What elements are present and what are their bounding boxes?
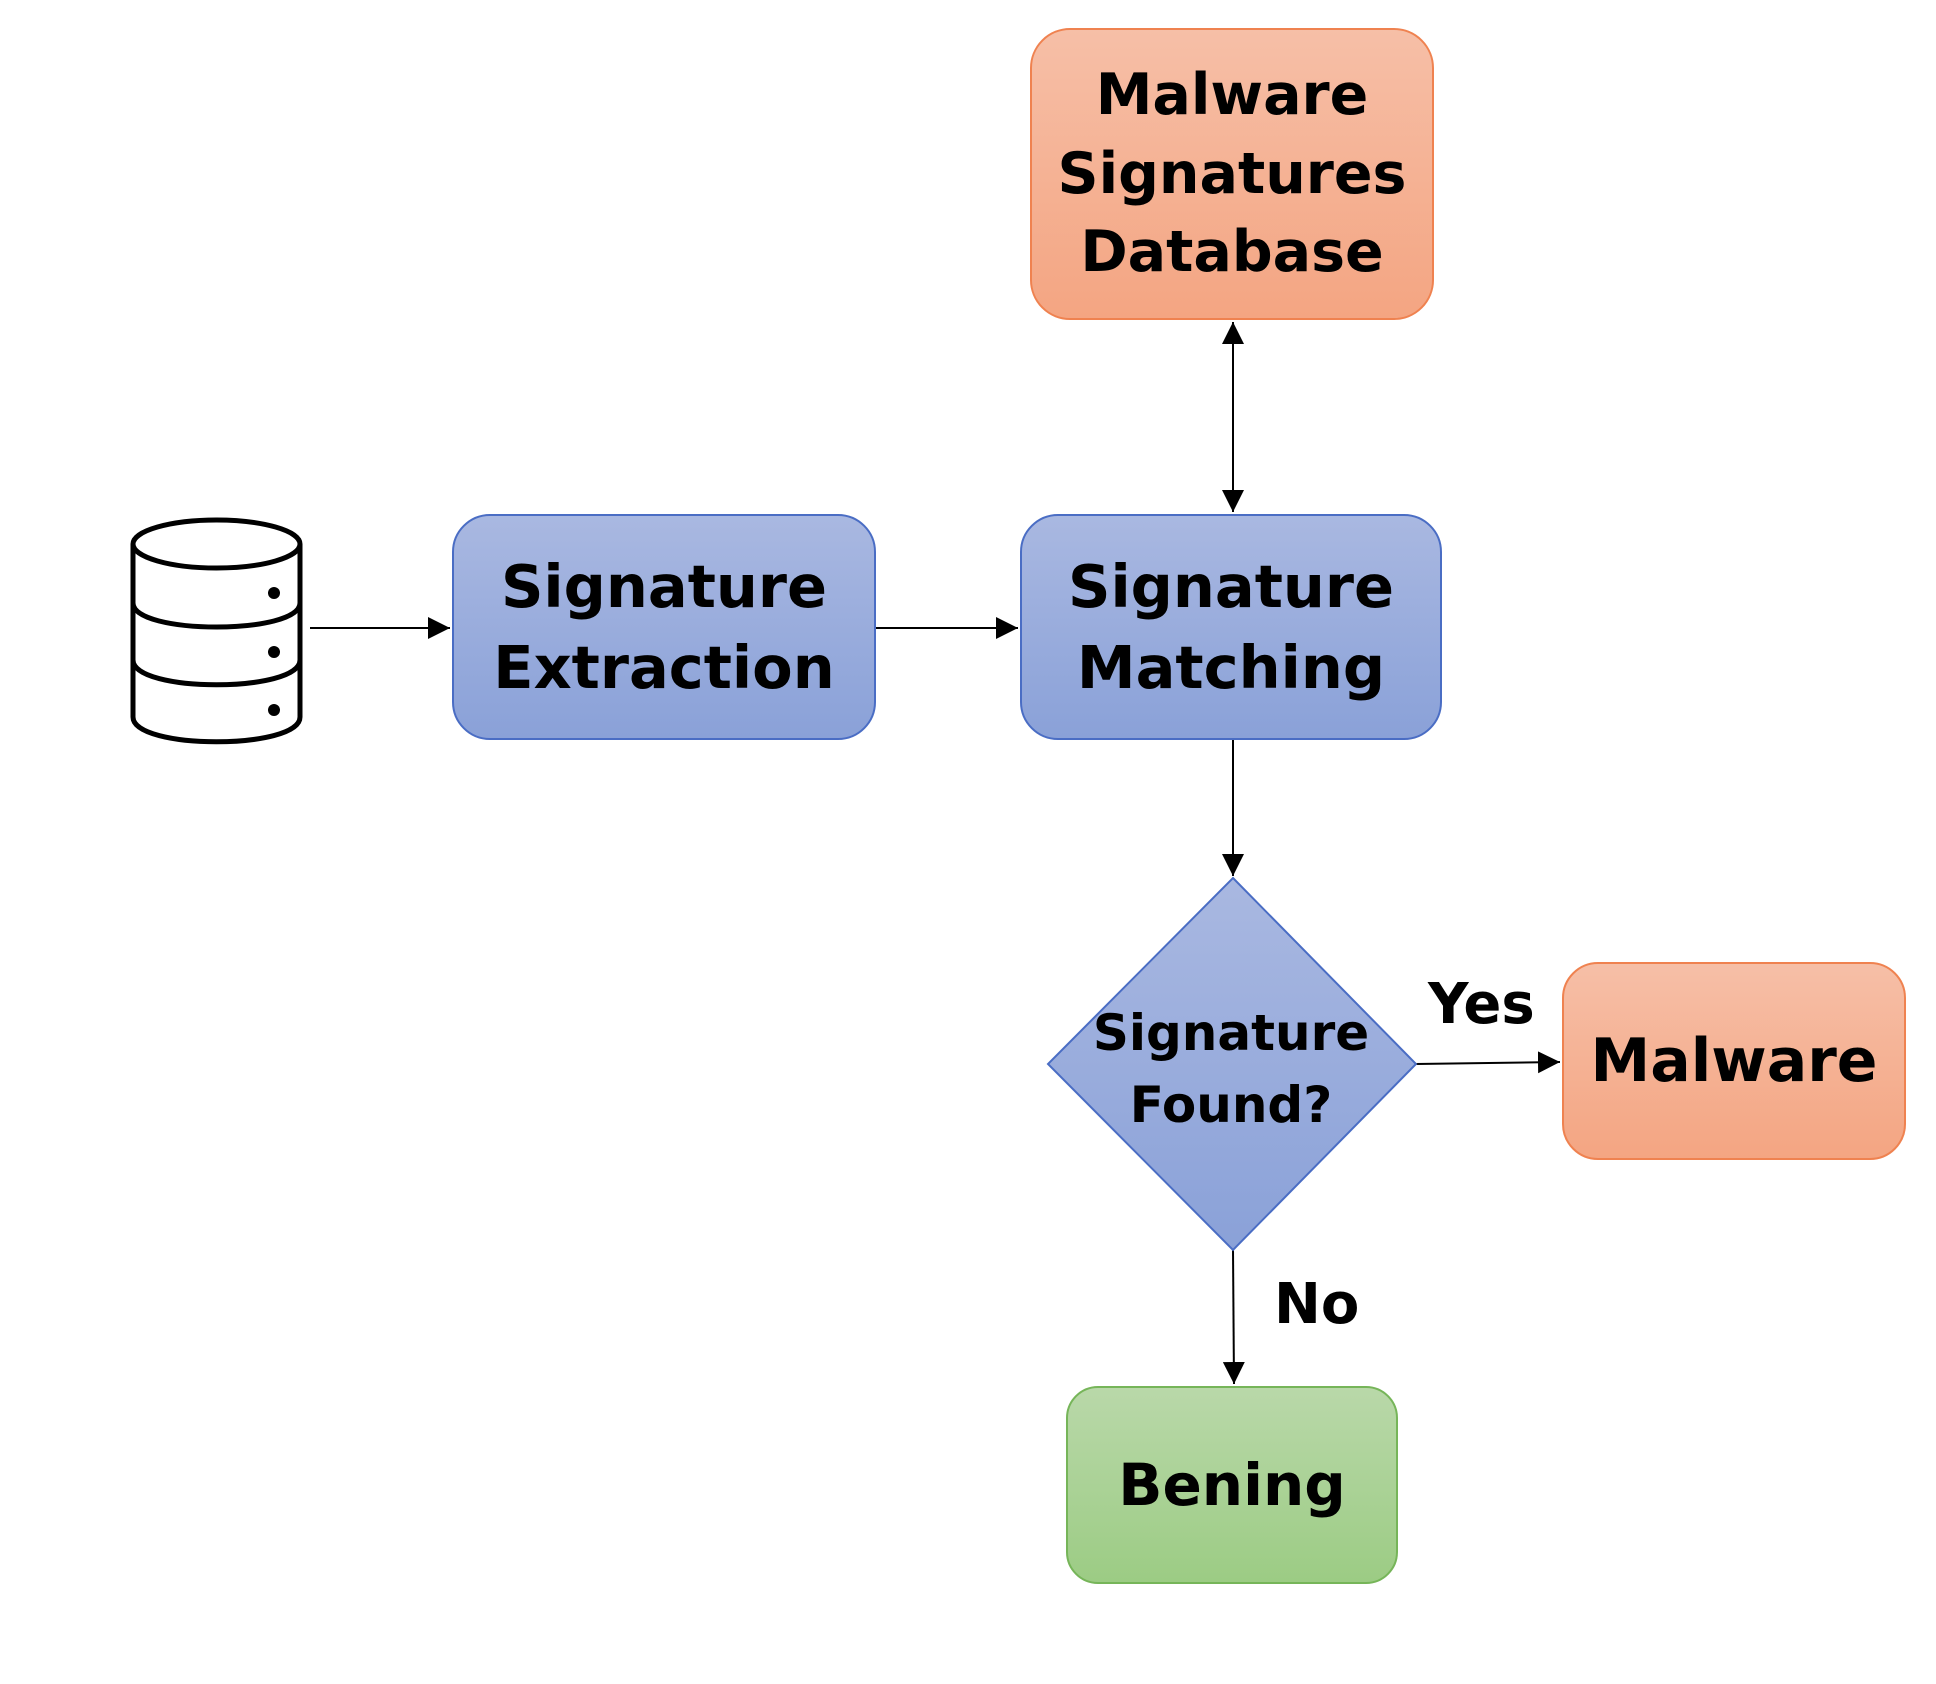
- signature-extraction-node: Signature Extraction: [452, 514, 876, 740]
- node-label: Signature Found?: [1092, 1003, 1370, 1135]
- benign-result-node: Bening: [1066, 1386, 1398, 1584]
- node-label: Malware: [1590, 1025, 1878, 1096]
- database-icon: [130, 517, 303, 745]
- malware-signatures-database-node: Malware Signatures Database: [1030, 28, 1434, 320]
- signature-matching-node: Signature Matching: [1020, 514, 1442, 740]
- database-icon-dots: [268, 587, 280, 716]
- malware-result-node: Malware: [1562, 962, 1906, 1160]
- decision-diamond-shape: [1046, 876, 1418, 1252]
- edge-label-no: No: [1274, 1272, 1360, 1337]
- signature-found-decision-node: Signature Found?: [1046, 876, 1416, 1250]
- node-label: Malware Signatures Database: [1057, 62, 1407, 286]
- node-label: Bening: [1118, 1450, 1346, 1519]
- edge-decision-to-benign: [1222, 1249, 1245, 1385]
- node-label: Signature Matching: [1067, 551, 1395, 702]
- edge-label-yes: Yes: [1428, 972, 1535, 1037]
- edge-decision-to-malware: [1415, 1051, 1561, 1074]
- node-label: Signature Extraction: [493, 551, 835, 702]
